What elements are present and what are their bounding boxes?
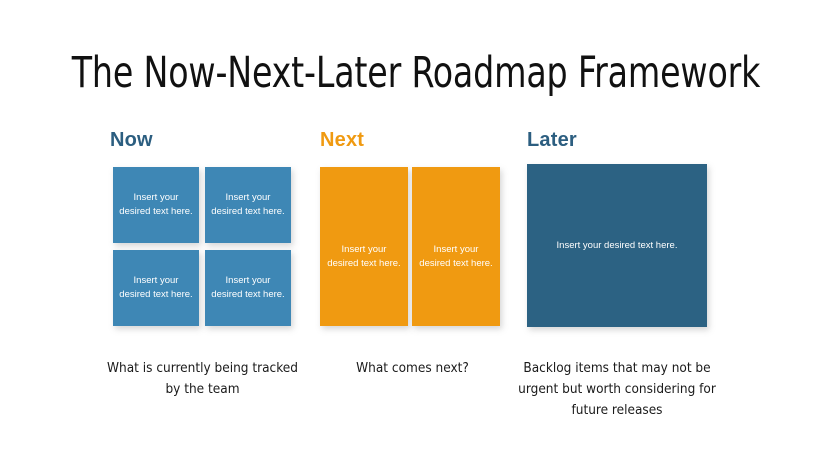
now-box-2[interactable]: Insert your desired text here.: [205, 167, 291, 243]
next-box-2[interactable]: Insert your desired text here.: [412, 167, 500, 326]
now-box-3-text: Insert your desired text here.: [119, 275, 193, 300]
next-box-1-text: Insert your desired text here.: [327, 243, 401, 269]
page-title: The Now-Next-Later Roadmap Framework: [71, 48, 761, 98]
column-caption-later: Backlog items that may not be urgent but…: [518, 360, 716, 418]
later-box-1[interactable]: Insert your desired text here.: [527, 164, 707, 327]
now-box-4[interactable]: Insert your desired text here.: [205, 250, 291, 326]
column-header-later: Later: [527, 129, 577, 151]
column-header-now: Now: [110, 129, 153, 151]
next-box-1[interactable]: Insert your desired text here.: [320, 167, 408, 326]
now-box-3[interactable]: Insert your desired text here.: [113, 250, 199, 326]
later-box-1-text: Insert your desired text here.: [556, 239, 678, 251]
column-caption-next: What comes next?: [356, 360, 469, 376]
column-caption-now: What is currently being tracked by the t…: [107, 360, 298, 397]
now-box-4-text: Insert your desired text here.: [211, 275, 285, 300]
now-box-1[interactable]: Insert your desired text here.: [113, 167, 199, 243]
column-header-next: Next: [320, 129, 365, 151]
now-box-2-text: Insert your desired text here.: [211, 192, 285, 217]
next-box-2-text: Insert your desired text here.: [419, 243, 493, 269]
now-box-1-text: Insert your desired text here.: [119, 192, 193, 217]
